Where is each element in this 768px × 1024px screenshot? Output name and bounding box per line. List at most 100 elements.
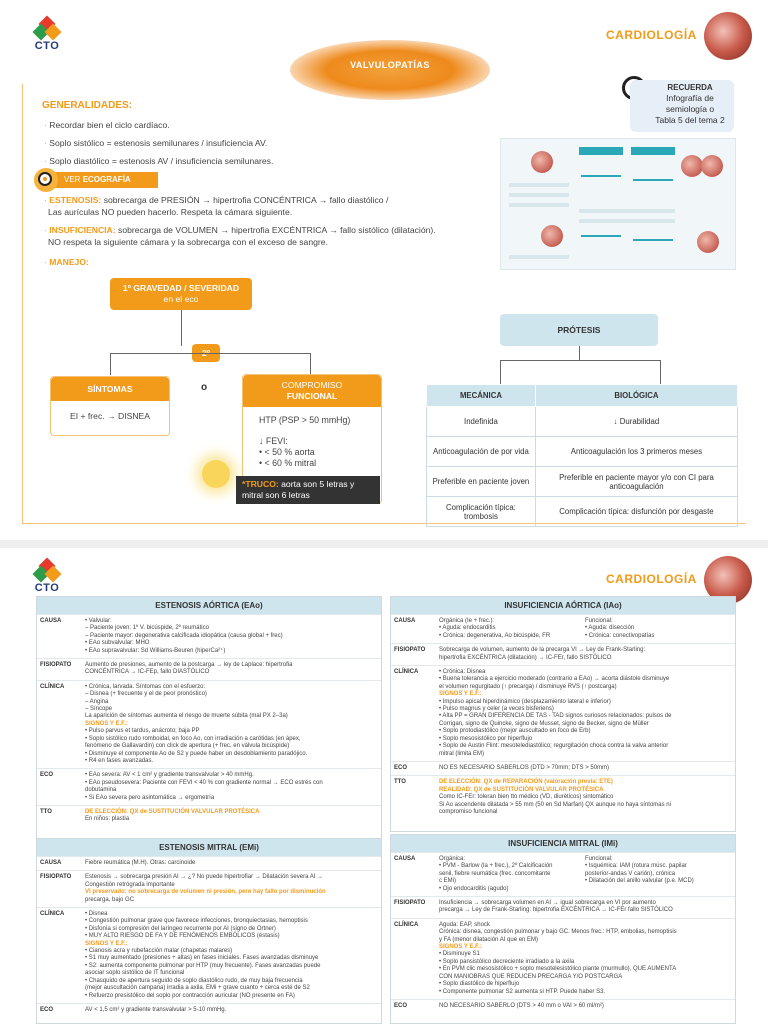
table-row: TTO DE ELECCIÓN: QX de REPARACIÓN (valora… [391, 775, 735, 819]
infographic-thumbnail[interactable] [500, 138, 736, 270]
estenosis-text: · ESTENOSIS: sobrecarga de PRESIÓN → hip… [44, 195, 389, 217]
row-content: • EAo severa: AV < 1 cm² y gradiente tra… [85, 772, 323, 801]
row-label: CAUSA [40, 860, 62, 866]
truco-note: *TRUCO: aorta son 5 letras y mitral son … [236, 476, 380, 504]
content-frame [22, 84, 746, 524]
row-content: Estenosis → sobrecarga presión AI → ¿? N… [85, 874, 326, 903]
page-title: VALVULOPATÍAS [350, 60, 430, 70]
compromiso-body: HTP (PSP > 50 mmHg) ↓ FEVI: • < 50 % aor… [259, 415, 351, 468]
table-row: ECO NO NECESARIO SABERLO (DTS > 40 mm o V… [391, 998, 735, 1013]
row-label: CAUSA [40, 618, 62, 624]
table-row: CLÍNICA • Crónica: Disnea• Buena toleranc… [391, 665, 735, 761]
manejo-label: · MANEJO: [44, 257, 89, 267]
eao-title: ESTENOSIS AÓRTICA (EAo) [37, 597, 381, 614]
table-row: CLÍNICA • Crónica, larvada. Síntomas con … [37, 679, 381, 768]
table-row: ECO NO ES NECESARIO SABERLOS (DTD > 70mm;… [391, 760, 735, 775]
row-label: FISIOPATO [394, 900, 426, 907]
table-row: Indefinida↓ Durabilidad [426, 406, 739, 437]
row-content: • Crónica, larvada. Síntomas con el esfu… [85, 683, 308, 764]
section-title: CARDIOLOGÍA [606, 572, 697, 586]
row-content: Fiebre reumática (M.H). Otras: carcinoid… [85, 860, 196, 866]
sintomas-box: SÍNTOMAS EI + frec. → DISNEA [50, 376, 170, 436]
sintomas-heading: SÍNTOMAS [51, 377, 169, 401]
table-row: ECO • EAo severa: AV < 1 cm² y gradiente … [37, 768, 381, 805]
eao-card: ESTENOSIS AÓRTICA (EAo) CAUSA • Valvular:… [36, 596, 382, 844]
causa-list: Orgánica (Ie + frec.):• Aguda: endocardi… [439, 618, 551, 639]
table-row: CLÍNICA • Disnea• Congestión pulmonar gra… [37, 907, 381, 1003]
row-label: FISIOPATO [40, 662, 72, 669]
recuerda-box: RECUERDA Infografía de semiología o Tabl… [630, 80, 734, 132]
row-content: NO NECESARIO SABERLO (DTS > 40 mm o VAI … [439, 1002, 604, 1009]
cto-logo: CTO [30, 15, 64, 58]
ver-label: ECOGRAFÍA [82, 175, 131, 184]
page-2: CTO CARDIOLOGÍA ESTENOSIS AÓRTICA (EAo) … [0, 548, 768, 1024]
iao-title: INSUFICIENCIA AÓRTICA (IAo) [391, 597, 735, 614]
table-row: TTO DE ELECCIÓN: QX de SUSTITUCIÓN VALVUL… [37, 804, 381, 827]
table-row: FISIOPATO Sobrecarga de volumen, aumento … [391, 643, 735, 665]
list-item: · Soplo diastólico = estenosis AV / insu… [44, 156, 274, 166]
title-splash [290, 40, 490, 100]
table-row: FISIOPATO Estenosis → sobrecarga presión … [37, 870, 381, 907]
row-content: • Disnea• Congestión pulmonar grave que … [85, 911, 321, 999]
causa-list: Funcional:• Aguda: disección• Crónica: c… [585, 618, 655, 639]
row-label: CLÍNICA [40, 683, 65, 690]
eye-icon [34, 168, 58, 192]
generalidades-list: · Recordar bien el ciclo cardíaco. · Sop… [44, 116, 273, 170]
row-label: TTO [394, 779, 406, 786]
row-label: TTO [40, 808, 52, 815]
list-item: · Recordar bien el ciclo cardíaco. [44, 120, 170, 130]
im-causa-row: CAUSA Orgánica:• PVM - Barlow (la + frec… [391, 852, 735, 896]
lightbulb-icon [202, 460, 230, 488]
compromiso-heading: COMPROMISO FUNCIONAL [243, 375, 381, 407]
row-label: FISIOPATO [394, 647, 426, 654]
row-label: CLÍNICA [394, 669, 419, 676]
em-title: ESTENOSIS MITRAL (EMi) [37, 839, 381, 856]
row-content: DE ELECCIÓN: QX de REPARACIÓN (valoració… [439, 779, 671, 815]
iao-card: INSUFICIENCIA AÓRTICA (IAo) CAUSA Orgáni… [390, 596, 736, 832]
cto-logo: CTO [30, 557, 64, 600]
row-label: FISIOPATO [40, 874, 72, 881]
row-label: ECO [394, 1002, 408, 1009]
row-content: • Crónica: Disnea• Buena tolerancia a ej… [439, 669, 672, 757]
im-card: INSUFICIENCIA MITRAL (IMi) CAUSA Orgánic… [390, 834, 736, 1024]
logo-text: CTO [34, 582, 60, 594]
gravedad-box: 1º GRAVEDAD / SEVERIDAD en el eco [110, 278, 252, 310]
recuerda-title: RECUERDA [667, 83, 713, 92]
row-label: ECO [394, 764, 408, 771]
row-content: DE ELECCIÓN: QX de SUSTITUCIÓN VALVULAR … [85, 808, 260, 823]
section-title: CARDIOLOGÍA [606, 28, 697, 42]
row-content: NO ES NECESARIO SABERLOS (DTD > 70mm; DT… [439, 764, 610, 771]
table-row: FISIOPATO Insuficiencia → sobrecarga volu… [391, 896, 735, 918]
iao-causa-row: CAUSA Orgánica (Ie + frec.):• Aguda: end… [391, 614, 735, 643]
row-content: Insuficiencia → sobrecarga volumen en AI… [439, 900, 673, 914]
causa-list: Funcional:• Isquémica: IAM (rotura músc.… [585, 856, 694, 885]
causa-list: Orgánica:• PVM - Barlow (la + frec.), 2º… [439, 856, 553, 892]
page-1: CTO CARDIOLOGÍA VALVULOPATÍAS GENERALIDA… [0, 0, 768, 540]
ver-prefix: VER [64, 175, 81, 184]
row-content: Aumento de presiones, aumento de la post… [85, 662, 293, 676]
row-content: • Valvular: – Paciente joven: 1º V. bicú… [85, 618, 283, 654]
column-header: BIOLÓGICA [534, 384, 739, 407]
row-label: CLÍNICA [40, 911, 65, 918]
table-row: ECO AV < 1,5 cm² y gradiente transvalvula… [37, 1002, 381, 1017]
generalidades-heading: GENERALIDADES: [42, 100, 133, 111]
table-row: CAUSA Fiebre reumática (M.H). Otras: carc… [37, 856, 381, 870]
im-title: INSUFICIENCIA MITRAL (IMi) [391, 835, 735, 852]
table-row: CAUSA • Valvular: – Paciente joven: 1º V.… [37, 614, 381, 658]
column-header: MECÁNICA [426, 384, 536, 407]
heart-illustration [704, 12, 752, 60]
insuficiencia-text: · INSUFICIENCIA: sobrecarga de VOLUMEN →… [44, 225, 436, 247]
sintomas-body: EI + frec. → DISNEA [70, 411, 150, 421]
row-label: CLÍNICA [394, 921, 419, 928]
protesis-table: MECÁNICA BIOLÓGICA Indefinida↓ Durabilid… [426, 384, 739, 527]
row-content: AV < 1,5 cm² y gradiente transvalvular >… [85, 1006, 227, 1013]
heart-small-icon [531, 151, 553, 173]
row-content: Sobrecarga de volumen, aumento de la pre… [439, 647, 646, 661]
row-label: ECO [40, 1006, 54, 1013]
row-label: ECO [40, 772, 54, 779]
table-row: FISIOPATO Aumento de presiones, aumento d… [37, 658, 381, 680]
